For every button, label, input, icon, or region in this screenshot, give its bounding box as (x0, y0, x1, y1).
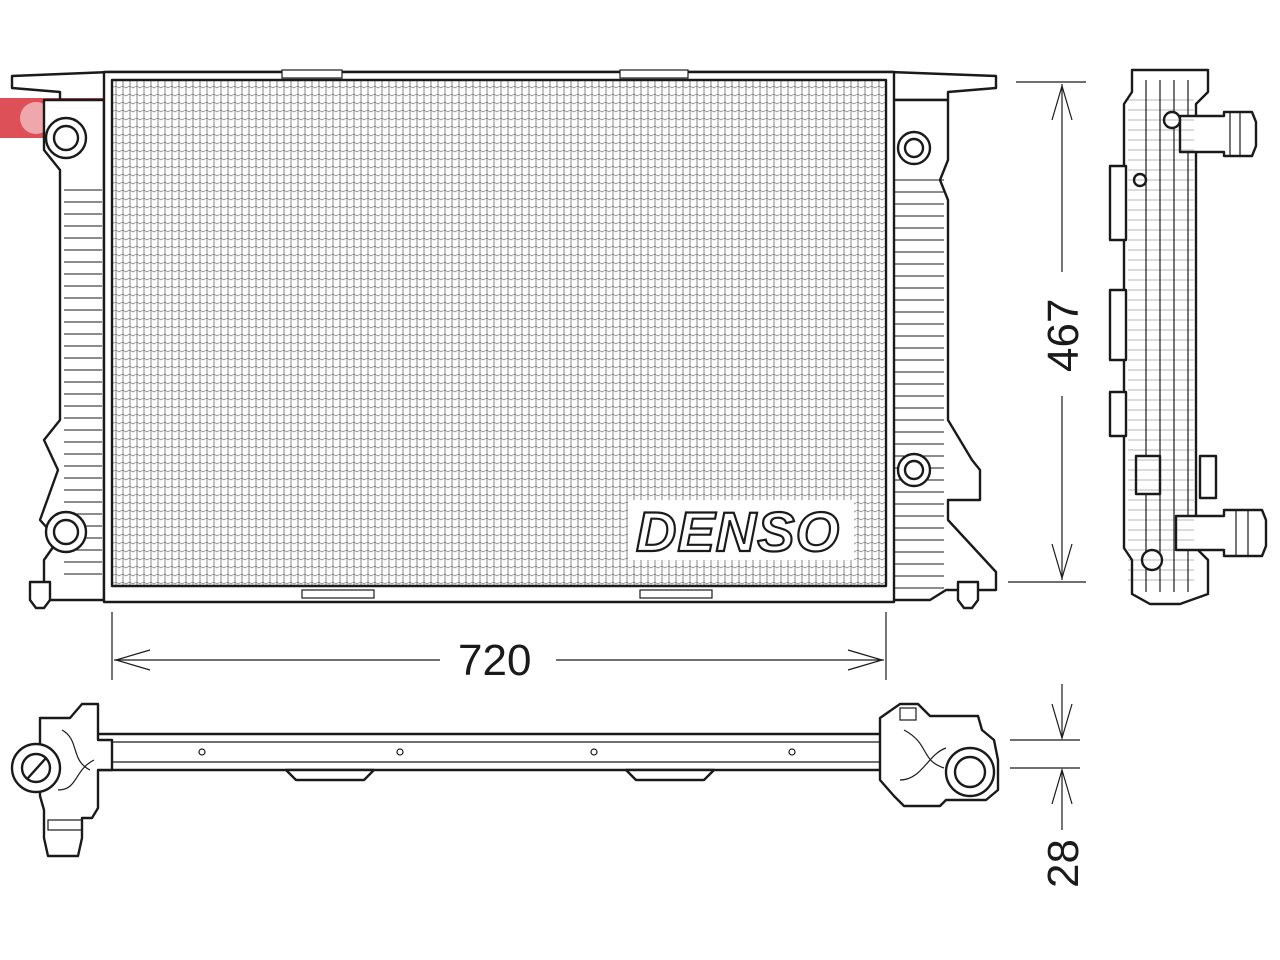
radiator-front-view: DENSO (10, 69, 998, 610)
height-dimension-label: 467 (1039, 299, 1088, 372)
height-dimension: 467 (1008, 81, 1088, 583)
brand-logo-text: DENSO (636, 500, 840, 563)
width-dimension: 720 (111, 612, 887, 685)
depth-dimension-label: 28 (1039, 839, 1088, 888)
depth-dimension: 28 (1010, 684, 1088, 888)
width-dimension-label: 720 (458, 636, 531, 685)
radiator-top-view (10, 702, 1000, 858)
radiator-side-view (1108, 68, 1268, 606)
